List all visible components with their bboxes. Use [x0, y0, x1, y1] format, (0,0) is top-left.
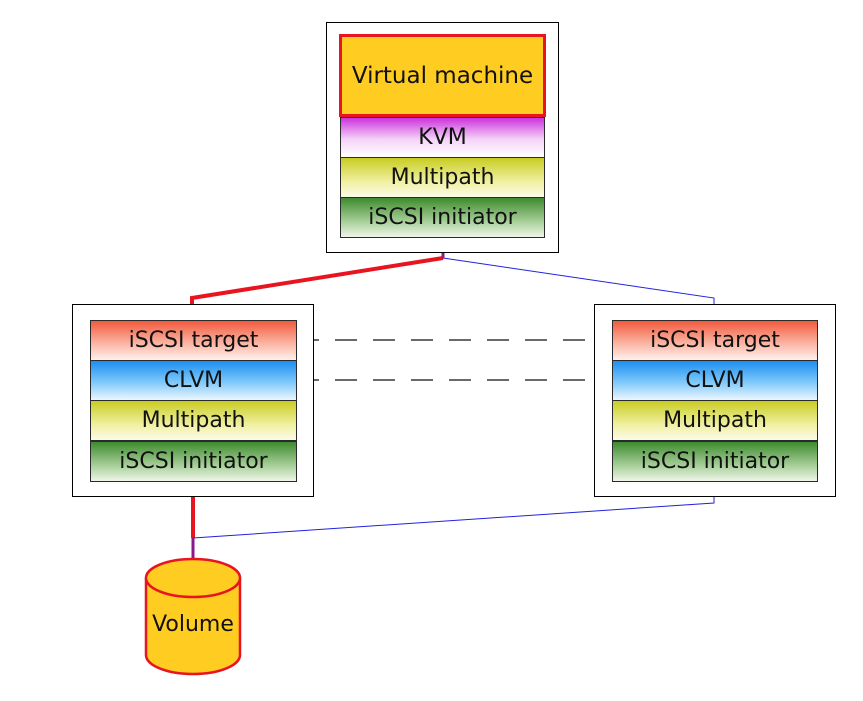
- kvm-layer: KVM: [340, 117, 545, 158]
- right-clvm-layer: CLVM: [612, 360, 818, 401]
- right-target-layer: iSCSI target: [612, 320, 818, 361]
- right-initiator-label: iSCSI initiator: [640, 449, 790, 474]
- top-multipath-layer: Multipath: [340, 157, 545, 198]
- left-target-label: iSCSI target: [128, 328, 259, 353]
- volume-label: Volume: [152, 612, 234, 637]
- left-multipath-label: Multipath: [141, 408, 246, 433]
- right-initiator-layer: iSCSI initiator: [612, 441, 818, 482]
- right-multipath-layer: Multipath: [612, 400, 818, 441]
- virtual-machine-label: Virtual machine: [351, 62, 534, 89]
- volume-cylinder: [144, 557, 242, 676]
- left-clvm-label: CLVM: [163, 368, 224, 393]
- virtual-machine-layer: Virtual machine: [339, 34, 546, 117]
- top-multipath-label: Multipath: [390, 165, 495, 190]
- top-initiator-label: iSCSI initiator: [368, 205, 517, 230]
- left-initiator-layer: iSCSI initiator: [90, 441, 297, 482]
- right-clvm-label: CLVM: [685, 368, 745, 393]
- left-clvm-layer: CLVM: [90, 360, 297, 401]
- kvm-label: KVM: [418, 125, 467, 150]
- left-initiator-label: iSCSI initiator: [119, 449, 268, 474]
- top-initiator-layer: iSCSI initiator: [340, 197, 545, 238]
- right-multipath-label: Multipath: [663, 408, 767, 433]
- right-target-label: iSCSI target: [650, 328, 780, 353]
- left-multipath-layer: Multipath: [90, 400, 297, 441]
- left-target-layer: iSCSI target: [90, 320, 297, 361]
